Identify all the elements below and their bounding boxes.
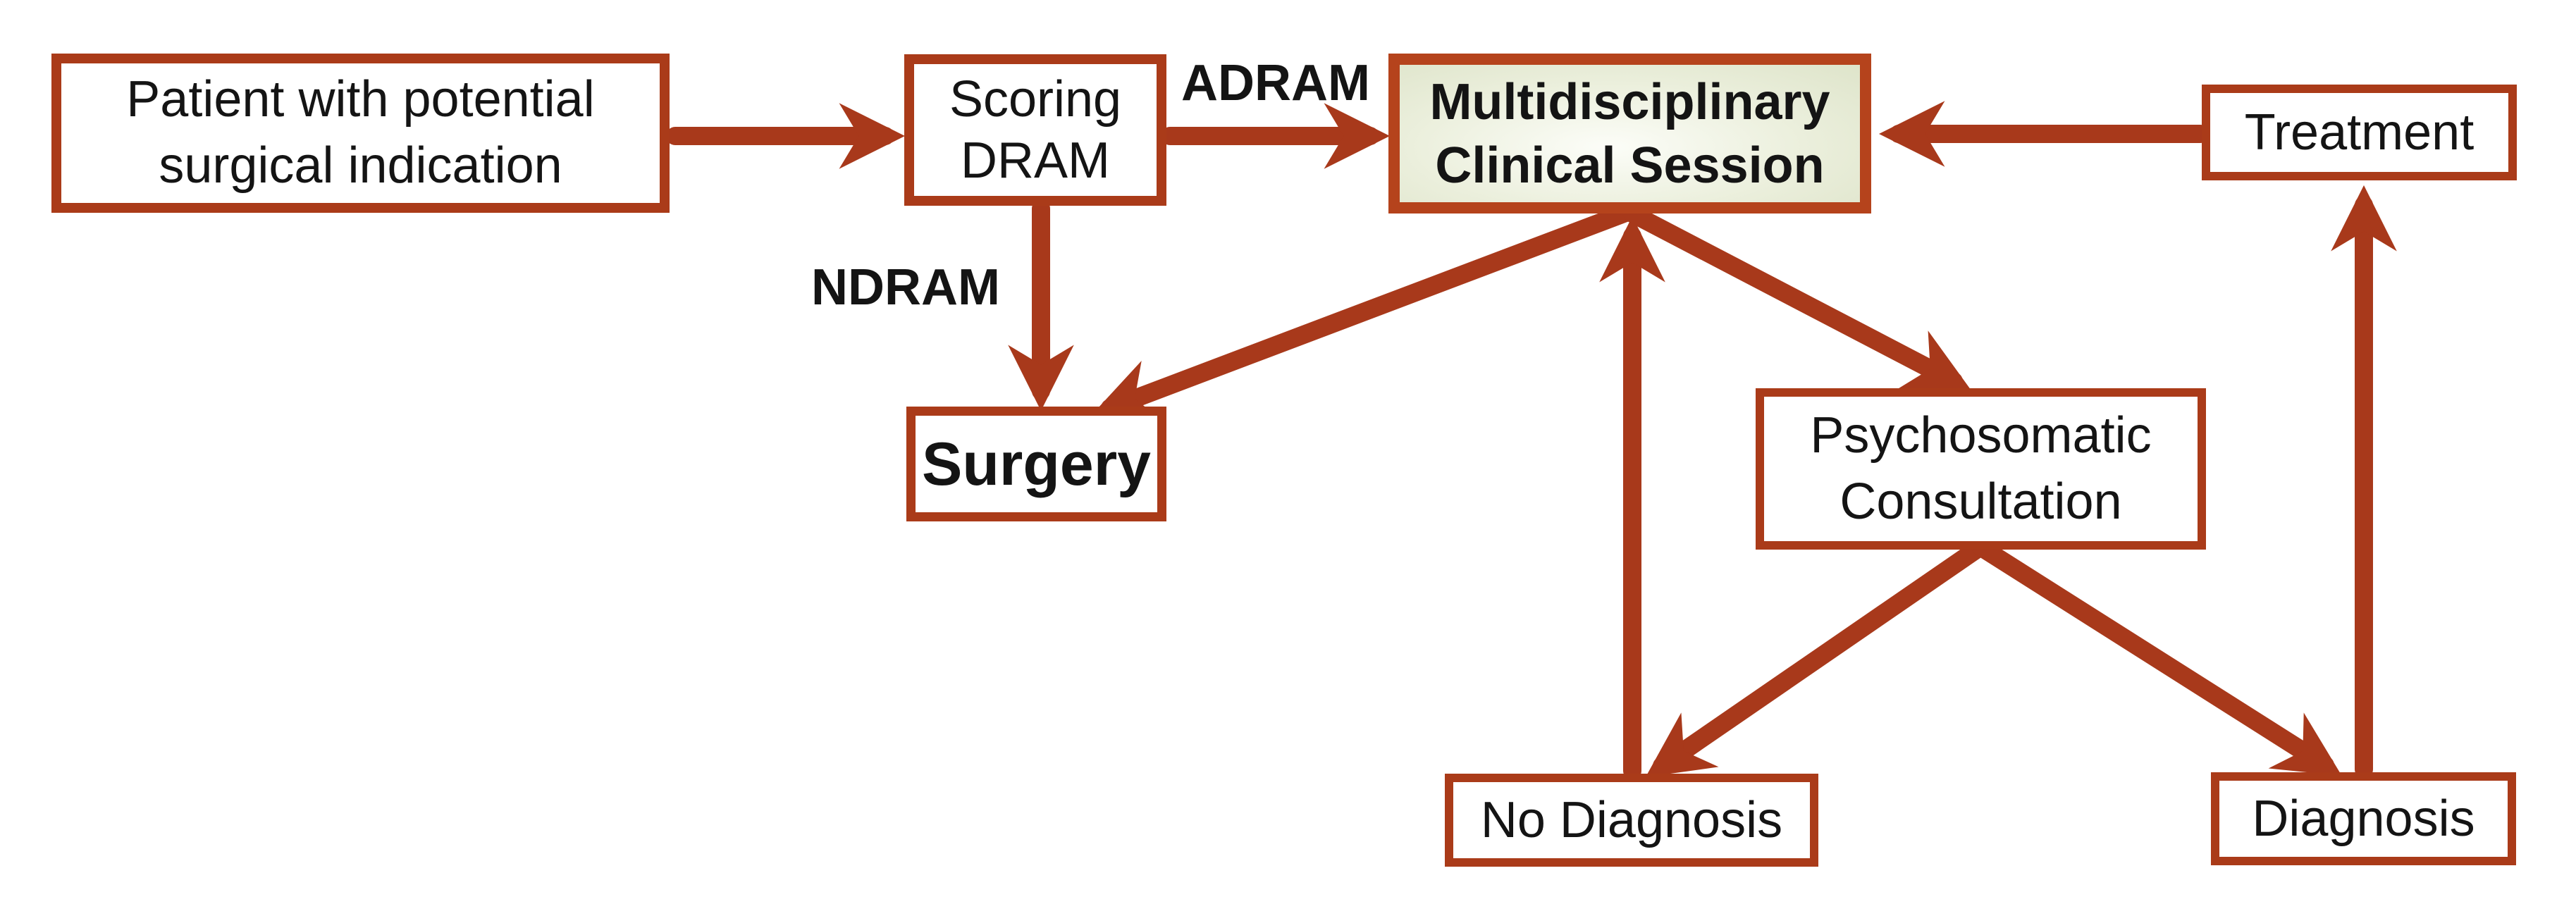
edge-psychosomatic-to-no-diagnosis — [1645, 538, 1990, 777]
node-treatment: Treatment — [2202, 85, 2517, 180]
node-psychosomatic-line1: Psychosomatic — [1810, 407, 2152, 464]
edge-psychosomatic-to-diagnosis — [1971, 538, 2342, 776]
node-no-diagnosis-label: No Diagnosis — [1480, 792, 1783, 848]
node-no-diagnosis: No Diagnosis — [1445, 774, 1818, 867]
node-diagnosis-label: Diagnosis — [2252, 791, 2475, 847]
node-mcs-line2: Clinical Session — [1435, 137, 1825, 194]
node-scoring-line1: Scoring — [949, 71, 1122, 128]
node-surgery-label: Surgery — [921, 430, 1152, 498]
node-patient-line1: Patient with potential — [126, 71, 595, 128]
node-scoring-line2: DRAM — [961, 132, 1110, 189]
node-patient-line2: surgical indication — [159, 137, 562, 194]
node-multidisciplinary-clinical-session: Multidisciplinary Clinical Session — [1388, 54, 1871, 213]
edge-label-ndram: NDRAM — [811, 259, 1000, 316]
node-treatment-label: Treatment — [2244, 104, 2475, 161]
edge-mcs-to-psychosomatic — [1623, 204, 1971, 390]
node-psychosomatic-consultation: Psychosomatic Consultation — [1756, 388, 2206, 550]
edge-label-adram: ADRAM — [1181, 55, 1370, 111]
node-diagnosis: Diagnosis — [2211, 772, 2516, 865]
node-surgery: Surgery — [906, 407, 1166, 521]
edge-mcs-to-surgery — [1091, 202, 1639, 423]
node-mcs-line1: Multidisciplinary — [1429, 73, 1830, 130]
node-psychosomatic-line2: Consultation — [1839, 473, 2122, 530]
node-scoring-dram: Scoring DRAM — [904, 54, 1166, 206]
node-patient: Patient with potential surgical indicati… — [51, 54, 670, 213]
